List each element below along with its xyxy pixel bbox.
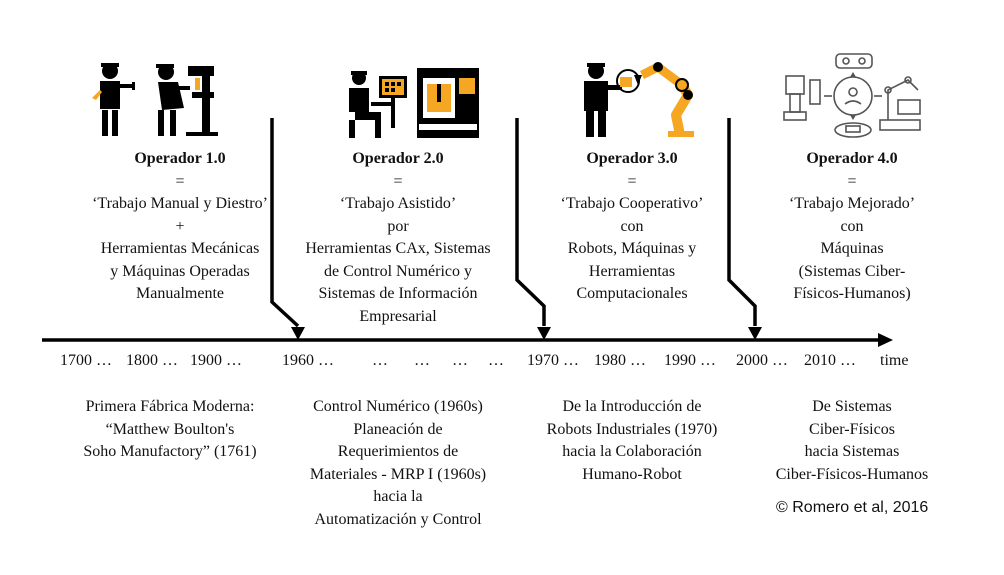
- era-1-line: Primera Fábrica Moderna:: [40, 396, 300, 419]
- era-4-line: Ciber-Físicos: [722, 419, 982, 442]
- era-divider-1-arrowhead: [291, 327, 305, 340]
- operator-4-line: (Sistemas Ciber-: [702, 261, 1002, 284]
- tick-1990: 1990 …: [664, 352, 716, 370]
- era-2-line: Materiales - MRP I (1960s): [268, 464, 528, 487]
- tick-1900: 1900 …: [190, 352, 242, 370]
- tick-1980: 1980 …: [594, 352, 646, 370]
- era-divider-2-arrowhead: [537, 327, 551, 340]
- era-1-description: Primera Fábrica Moderna: “Matthew Boulto…: [40, 396, 300, 464]
- operator-4-line: Máquinas: [702, 238, 1002, 261]
- timeline-arrowhead: [878, 333, 893, 347]
- cyber-physical-systems-icon: [780, 50, 930, 140]
- tick-1960: 1960 …: [282, 352, 334, 370]
- operator-4-block: Operador 4.0 = ‘Trabajo Mejorado’ con Má…: [702, 148, 1002, 306]
- era-divider-3-arrowhead: [748, 327, 762, 340]
- tick-ellipsis: …: [414, 352, 430, 370]
- era-4-line: hacia Sistemas: [722, 441, 982, 464]
- era-1-line: “Matthew Boulton's: [40, 419, 300, 442]
- manual-workers-icon: [92, 58, 224, 138]
- tick-1970: 1970 …: [527, 352, 579, 370]
- era-4-line: Ciber-Físicos-Humanos: [722, 464, 982, 487]
- era-1-line: Soho Manufactory” (1761): [40, 441, 300, 464]
- era-4-description: De Sistemas Ciber-Físicos hacia Sistemas…: [722, 396, 982, 486]
- copyright-notice: © Romero et al, 2016: [776, 499, 928, 517]
- operator-4-line: con: [702, 216, 1002, 239]
- era-2-line: Automatización y Control: [268, 509, 528, 532]
- operator-4-line: ‘Trabajo Mejorado’: [702, 193, 1002, 216]
- tick-1800: 1800 …: [126, 352, 178, 370]
- tick-ellipsis: …: [488, 352, 504, 370]
- worker-robot-arm-icon: [576, 55, 712, 139]
- era-4-line: De Sistemas: [722, 396, 982, 419]
- tick-ellipsis: …: [372, 352, 388, 370]
- era-2-line: Planeación de: [268, 419, 528, 442]
- cnc-operator-icon: [345, 66, 483, 140]
- tick-2000: 2000 …: [736, 352, 788, 370]
- era-2-line: Control Numérico (1960s): [268, 396, 528, 419]
- era-2-description: Control Numérico (1960s) Planeación de R…: [268, 396, 528, 531]
- operator-4-line: Físicos-Humanos): [702, 283, 1002, 306]
- tick-2010: 2010 …: [804, 352, 856, 370]
- operator-2-line: Empresarial: [248, 306, 548, 329]
- operator-4-equals: =: [702, 171, 1002, 194]
- era-2-line: Requerimientos de: [268, 441, 528, 464]
- tick-ellipsis: …: [452, 352, 468, 370]
- tick-1700: 1700 …: [60, 352, 112, 370]
- era-2-line: hacia la: [268, 486, 528, 509]
- tick-time: time: [880, 352, 908, 370]
- operator-4-title: Operador 4.0: [702, 148, 1002, 171]
